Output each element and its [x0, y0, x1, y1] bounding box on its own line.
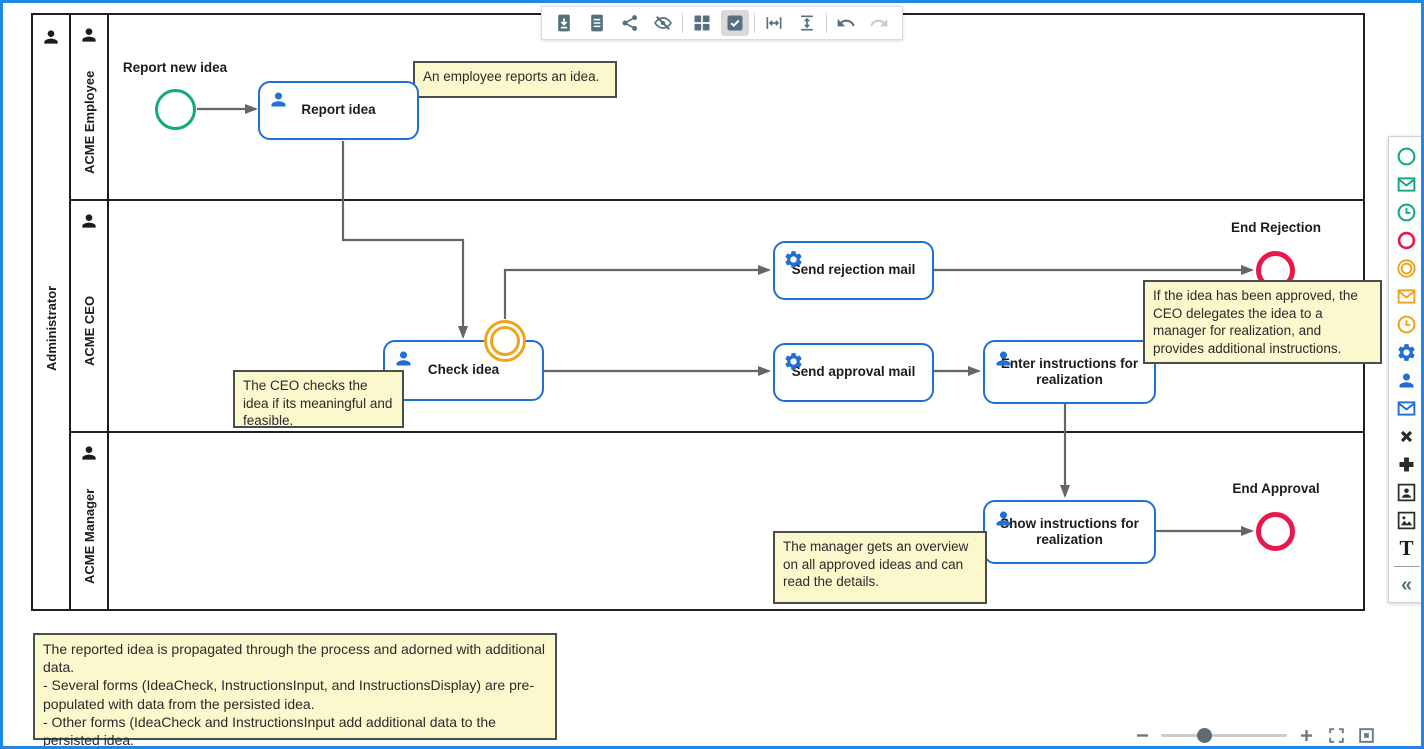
- boundary-timer-event[interactable]: [484, 320, 526, 362]
- start-event[interactable]: [155, 89, 196, 130]
- message-start-event-icon[interactable]: [1392, 170, 1422, 198]
- lane-acme-ceo[interactable]: ACME CEO: [71, 201, 1363, 433]
- fullscreen-icon[interactable]: [1325, 724, 1347, 746]
- hide-overlays-icon[interactable]: [649, 10, 677, 36]
- task-label: Send rejection mail: [791, 262, 916, 278]
- grid-icon[interactable]: [688, 10, 716, 36]
- document-icon[interactable]: [583, 10, 611, 36]
- user-task-icon[interactable]: [1392, 366, 1422, 394]
- timer-intermediate-event-icon[interactable]: [1392, 310, 1422, 338]
- lane-header-ceo[interactable]: ACME CEO: [71, 201, 109, 431]
- zoom-slider-knob[interactable]: [1197, 727, 1212, 743]
- zoom-slider[interactable]: [1161, 727, 1287, 743]
- person-icon: [82, 28, 96, 42]
- lane-label: ACME Manager: [81, 488, 97, 584]
- task-send-approval-mail[interactable]: Send approval mail: [773, 343, 934, 402]
- annotation-ceo-checks[interactable]: The CEO checks the idea if its meaningfu…: [233, 370, 404, 428]
- image-icon[interactable]: [1392, 506, 1422, 534]
- text-annotation-icon[interactable]: T: [1399, 535, 1414, 560]
- task-show-instructions[interactable]: Show instructions for realization: [983, 500, 1156, 564]
- task-label: Send approval mail: [791, 364, 916, 380]
- task-label: Show instructions for realization: [1000, 515, 1139, 547]
- lane-label: ACME Employee: [81, 70, 97, 174]
- zoom-in-icon[interactable]: [1295, 724, 1317, 746]
- top-toolbar: [541, 6, 903, 40]
- user-icon: [271, 92, 286, 107]
- lane-header-employee[interactable]: ACME Employee: [71, 15, 109, 199]
- download-icon[interactable]: [550, 10, 578, 36]
- annotation-ceo-delegates[interactable]: If the idea has been approved, the CEO d…: [1143, 280, 1382, 364]
- toolbar-separator: [826, 13, 827, 33]
- service-task-icon[interactable]: [1392, 338, 1422, 366]
- task-label: Enter instructions for realization: [1000, 355, 1139, 387]
- user-icon: [996, 511, 1011, 526]
- timer-start-event-icon[interactable]: [1392, 198, 1422, 226]
- user-icon: [996, 351, 1011, 366]
- exclusive-gateway-icon[interactable]: [1392, 422, 1422, 450]
- palette-divider: [1393, 566, 1420, 567]
- task-label: Report idea: [301, 102, 376, 118]
- lane-acme-manager[interactable]: ACME Manager: [71, 433, 1363, 609]
- gear-icon: [785, 353, 802, 370]
- user-icon: [396, 351, 411, 366]
- gear-icon: [785, 251, 802, 268]
- task-label: Check idea: [427, 362, 500, 378]
- toolbar-separator: [754, 13, 755, 33]
- lanes: ACME Employee ACME CEO ACME Manager: [71, 15, 1363, 609]
- user-image-icon[interactable]: [1392, 478, 1422, 506]
- fit-height-icon[interactable]: [793, 10, 821, 36]
- boundary-event-inner-ring: [490, 326, 520, 356]
- person-icon: [44, 30, 58, 44]
- send-task-icon[interactable]: [1392, 394, 1422, 422]
- redo-icon[interactable]: [865, 10, 893, 36]
- person-icon: [82, 214, 96, 228]
- toolbar-separator: [682, 13, 683, 33]
- undo-icon[interactable]: [832, 10, 860, 36]
- end-approval-label: End Approval: [1232, 481, 1320, 496]
- task-report-idea[interactable]: Report idea: [258, 81, 419, 140]
- annotation-manager-overview[interactable]: The manager gets an overview on all appr…: [773, 531, 987, 604]
- lane-body: [109, 433, 1363, 609]
- shape-palette: T «: [1388, 136, 1422, 603]
- end-rejection-label: End Rejection: [1230, 220, 1321, 235]
- lane-label: ACME CEO: [81, 295, 97, 367]
- intermediate-event-icon[interactable]: [1392, 254, 1422, 282]
- zoom-controls: [1131, 721, 1391, 746]
- pool-label: Administrator: [43, 285, 59, 371]
- parallel-gateway-icon[interactable]: [1392, 450, 1422, 478]
- collapse-palette-icon[interactable]: «: [1400, 574, 1413, 596]
- person-icon: [82, 446, 96, 460]
- start-event-icon[interactable]: [1392, 142, 1422, 170]
- end-event-icon[interactable]: [1392, 226, 1422, 254]
- task-enter-instructions[interactable]: Enter instructions for realization: [983, 340, 1156, 404]
- pool-header[interactable]: Administrator: [33, 15, 71, 609]
- annotation-employee-reports[interactable]: An employee reports an idea.: [413, 61, 617, 98]
- annotation-data-propagation[interactable]: The reported idea is propagated through …: [33, 633, 557, 746]
- zoom-out-icon[interactable]: [1131, 724, 1153, 746]
- checkbox-icon[interactable]: [721, 10, 749, 36]
- message-intermediate-event-icon[interactable]: [1392, 282, 1422, 310]
- lane-acme-employee[interactable]: ACME Employee: [71, 15, 1363, 201]
- fit-viewport-icon[interactable]: [1355, 724, 1377, 746]
- fit-width-icon[interactable]: [760, 10, 788, 36]
- task-send-rejection-mail[interactable]: Send rejection mail: [773, 241, 934, 300]
- share-icon[interactable]: [616, 10, 644, 36]
- start-event-label: Report new idea: [122, 60, 228, 75]
- lane-header-manager[interactable]: ACME Manager: [71, 433, 109, 609]
- end-event-approval[interactable]: [1256, 512, 1295, 551]
